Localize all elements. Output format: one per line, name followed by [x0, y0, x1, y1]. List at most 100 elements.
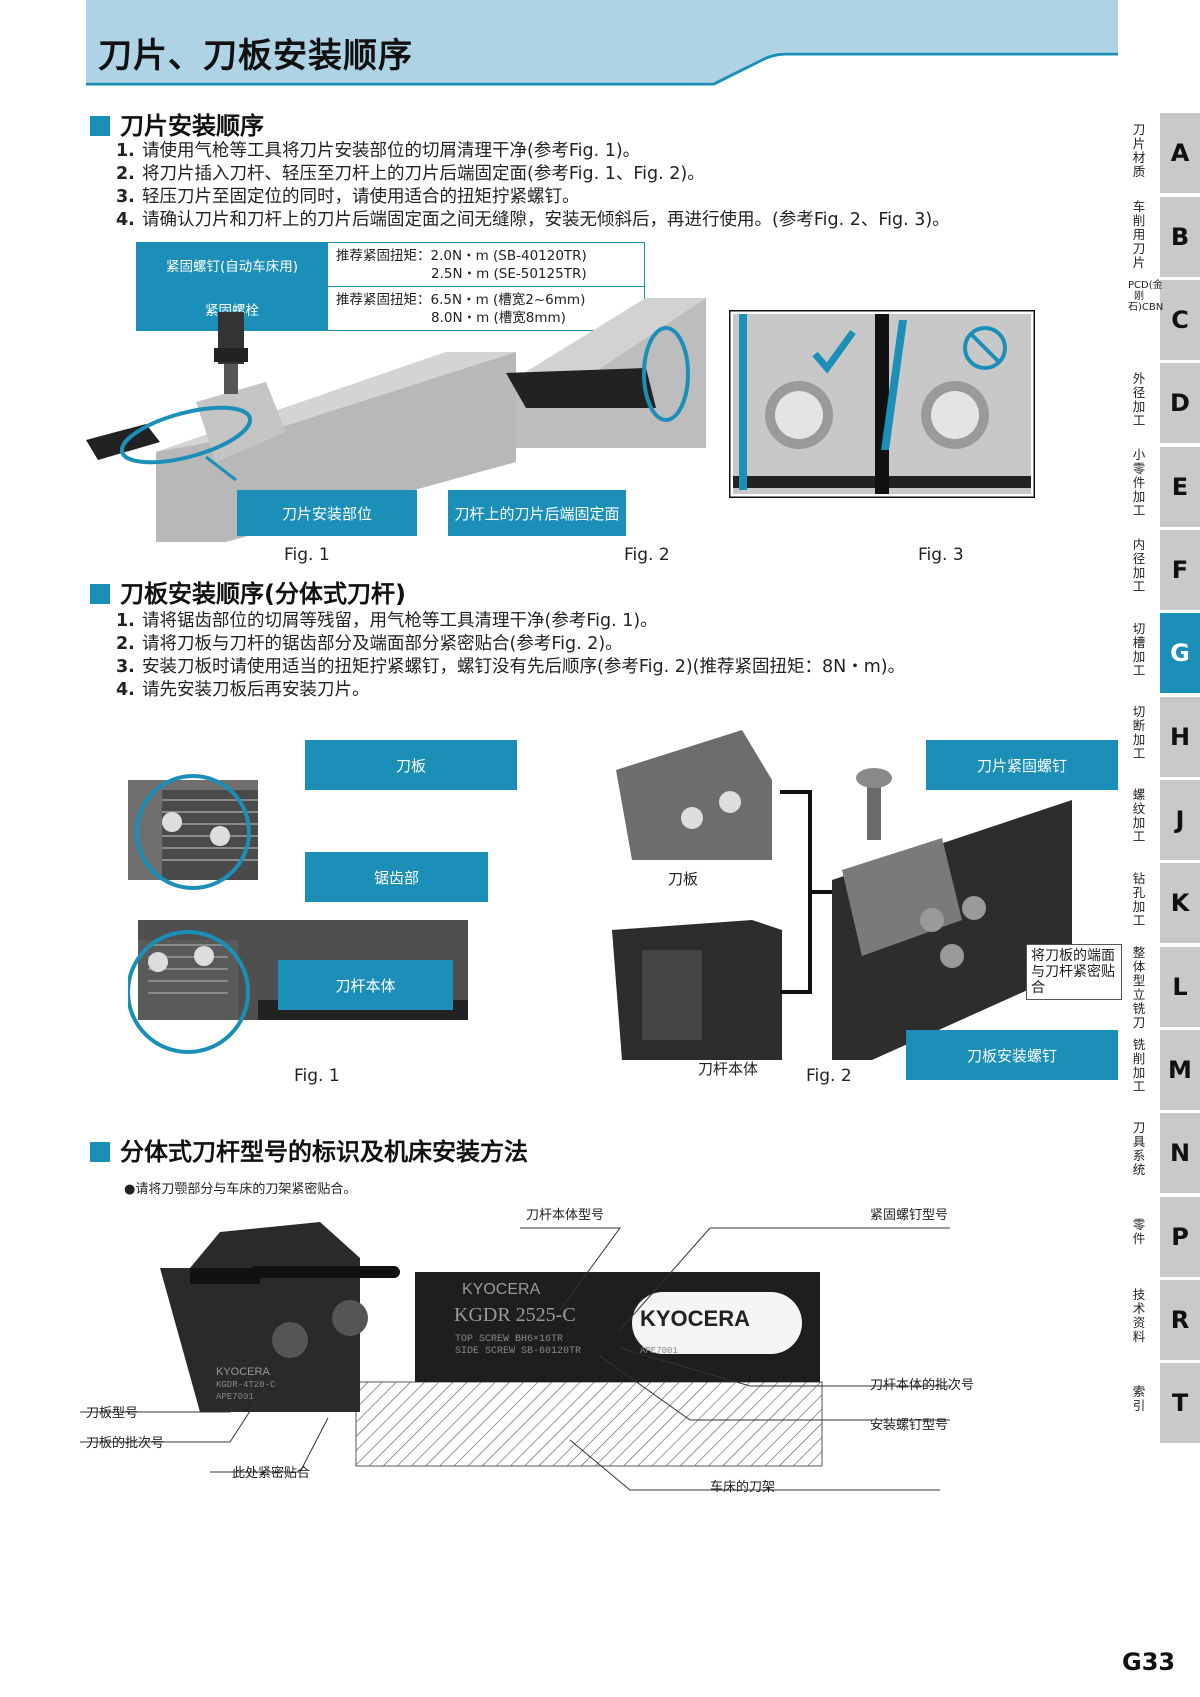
fig-caption: Fig. 1: [294, 1066, 340, 1086]
tab-n[interactable]: N: [1160, 1113, 1200, 1193]
tab-r[interactable]: R: [1160, 1280, 1200, 1360]
tab-j[interactable]: J: [1160, 780, 1200, 860]
tab-b[interactable]: B: [1160, 197, 1200, 277]
step-number: 3.: [116, 187, 135, 207]
callout-rear-face: 刀杆上的刀片后端固定面: [448, 490, 626, 536]
step-text: 安装刀板时请使用适当的扭矩拧紧螺钉，螺钉没有先后顺序(参考Fig. 2)(推荐紧…: [142, 657, 906, 677]
step-number: 4.: [116, 210, 135, 230]
step-item: 3. 安装刀板时请使用适当的扭矩拧紧螺钉，螺钉没有先后顺序(参考Fig. 2)(推…: [116, 656, 905, 679]
tab-d[interactable]: D: [1160, 363, 1200, 443]
step-text: 请将刀板与刀杆的锯齿部分及端面部分紧密贴合(参考Fig. 2)。: [142, 634, 623, 654]
section-marker: [90, 584, 110, 604]
tab-h[interactable]: H: [1160, 697, 1200, 777]
tab-a-label: 刀片材质: [1132, 122, 1146, 179]
step-text: 请将锯齿部位的切屑等残留，用气枪等工具清理干净(参考Fig. 1)。: [142, 611, 658, 631]
kyocera-logo-white: KYOCERA: [640, 1306, 751, 1331]
step-item: 1.请使用气枪等工具将刀片安装部位的切屑清理干净(参考Fig. 1)。: [116, 140, 950, 163]
section2-heading: 刀板安装顺序(分体式刀杆): [90, 574, 406, 609]
step-item: 2. 请将刀板与刀杆的锯齿部分及端面部分紧密贴合(参考Fig. 2)。: [116, 633, 905, 656]
fig-caption: Fig. 1: [284, 545, 330, 565]
prohibited-icon: [963, 326, 1007, 370]
tab-c-label: PCD(金刚石)CBN: [1128, 280, 1164, 313]
step-text: 将刀片插入刀杆、轻压至刀杆上的刀片后端固定面(参考Fig. 1、Fig. 2)。: [142, 164, 705, 184]
leader-lines: [80, 1227, 950, 1491]
step-number: 2.: [116, 634, 135, 654]
label-body-lot: 刀杆本体的批次号: [870, 1378, 975, 1393]
tab-j-label: 螺纹加工: [1132, 787, 1146, 844]
section1-heading: 刀片安装顺序: [90, 106, 264, 141]
engraved-side-screw: SIDE SCREW SB-60120TR: [455, 1346, 582, 1357]
step-item: 2. 将刀片插入刀杆、轻压至刀杆上的刀片后端固定面(参考Fig. 1、Fig. 2…: [116, 163, 950, 186]
tab-m-label: 铣削加工: [1132, 1037, 1146, 1094]
tab-l[interactable]: L: [1160, 947, 1200, 1027]
tab-c[interactable]: C: [1160, 280, 1200, 360]
tab-t[interactable]: T: [1160, 1363, 1200, 1443]
engraved-top-screw: TOP SCREW BH6×16TR: [455, 1334, 564, 1345]
callout-insert-seat: 刀片安装部位: [237, 490, 417, 536]
tab-l-label: 整体型立铣刀: [1132, 945, 1146, 1030]
callout-insert-screw: 刀片紧固螺钉: [926, 740, 1118, 790]
step-text: 轻压刀片至固定位的同时，请使用适合的扭矩拧紧螺钉。: [142, 187, 580, 207]
section3-heading: 分体式刀杆型号的标识及机床安装方法: [90, 1132, 528, 1167]
callout-blade: 刀板: [305, 740, 517, 790]
label-screw-model: 紧固螺钉型号: [870, 1208, 949, 1223]
tab-g[interactable]: G: [1160, 613, 1200, 693]
label-tight-fit: 此处紧密贴合: [232, 1466, 311, 1481]
section1-steps: 1.请使用气枪等工具将刀片安装部位的切屑清理干净(参考Fig. 1)。 2. 将刀…: [116, 140, 950, 232]
tab-b-label: 车削用刀片: [1132, 199, 1146, 270]
section2-steps: 1.请将锯齿部位的切屑等残留，用气枪等工具清理干净(参考Fig. 1)。 2.请…: [116, 610, 905, 702]
step-number: 3.: [116, 657, 135, 677]
fig-caption: Fig. 2: [806, 1066, 852, 1086]
tab-e[interactable]: E: [1160, 447, 1200, 527]
step-text: 请确认刀片和刀杆上的刀片后端固定面之间无缝隙，安装无倾斜后，再进行使用。(参考F…: [142, 210, 950, 230]
callout-serration: 锯齿部: [305, 852, 488, 902]
torque-line: 推荐紧固扭矩：6.5N・m (槽宽2~6mm): [336, 291, 586, 308]
fig2-rear-face-illustration: [506, 298, 706, 448]
tab-p-label: 零件: [1132, 1217, 1146, 1246]
torque-line: 推荐紧固扭矩：2.0N・m (SB-40120TR): [336, 247, 587, 264]
label-body-model: 刀杆本体型号: [526, 1208, 605, 1223]
tab-n-label: 刀具系统: [1132, 1120, 1146, 1177]
torque-line: 2.5N・m (SE-50125TR): [431, 265, 587, 282]
tab-t-label: 索引: [1132, 1384, 1146, 1413]
label-blade-model: 刀板型号: [86, 1406, 139, 1421]
blade-kyocera-logo: KYOCERA: [216, 1366, 270, 1378]
section-marker: [90, 116, 110, 136]
callout-body: 刀杆本体: [278, 960, 453, 1010]
tab-a[interactable]: A: [1160, 113, 1200, 193]
section3-heading-text: 分体式刀杆型号的标识及机床安装方法: [120, 1138, 528, 1166]
step-text: 请先安装刀板后再安装刀片。: [142, 680, 370, 700]
section-marker: [90, 1142, 110, 1162]
table-row: 紧固螺钉(自动车床用) 推荐紧固扭矩：2.0N・m (SB-40120TR)2.…: [136, 242, 645, 287]
step-item: 4.请先安装刀板后再安装刀片。: [116, 679, 905, 702]
tab-f-label: 内径加工: [1132, 537, 1146, 594]
tab-f[interactable]: F: [1160, 530, 1200, 610]
check-icon: [812, 329, 856, 374]
step-number: 2.: [116, 164, 135, 184]
label-body: 刀杆本体: [698, 1060, 759, 1078]
tab-d-label: 外径加工: [1132, 371, 1146, 428]
tab-p[interactable]: P: [1160, 1197, 1200, 1277]
tab-h-label: 切断加工: [1132, 704, 1146, 761]
torque-value: 推荐紧固扭矩：2.0N・m (SB-40120TR)2.5N・m (SE-501…: [327, 242, 645, 287]
fig3-check-illustration: [729, 310, 1035, 498]
tab-k[interactable]: K: [1160, 863, 1200, 943]
assembly-fig2-illustration: [612, 730, 1072, 1060]
torque-line: 8.0N・m (槽宽8mm): [431, 309, 566, 326]
engraved-model: KGDR 2525-C: [454, 1304, 576, 1326]
label-mount-screw: 安装螺钉型号: [870, 1418, 949, 1433]
kyocera-logo-engraved: KYOCERA: [462, 1281, 541, 1298]
torque-label: 紧固螺钉(自动车床用): [136, 242, 328, 287]
label-blade: 刀板: [668, 870, 699, 888]
fig-caption: Fig. 3: [918, 545, 964, 565]
tab-e-label: 小零件加工: [1132, 447, 1146, 518]
tab-m[interactable]: M: [1160, 1030, 1200, 1110]
label-blade-lot: 刀板的批次号: [86, 1436, 165, 1451]
tab-g-label: 切槽加工: [1132, 621, 1146, 678]
fig-caption: Fig. 2: [624, 545, 670, 565]
tab-k-label: 钻孔加工: [1132, 871, 1146, 928]
step-item: 4. 请确认刀片和刀杆上的刀片后端固定面之间无缝隙，安装无倾斜后，再进行使用。(参…: [116, 209, 950, 232]
section3-bullet: ●请将刀颚部分与车床的刀架紧密贴合。: [124, 1182, 357, 1197]
note-end-face: 将刀板的端面与刀杆紧密贴合: [1026, 944, 1122, 1000]
engraved-blade-model: KGDR-4T20-C: [216, 1380, 276, 1390]
